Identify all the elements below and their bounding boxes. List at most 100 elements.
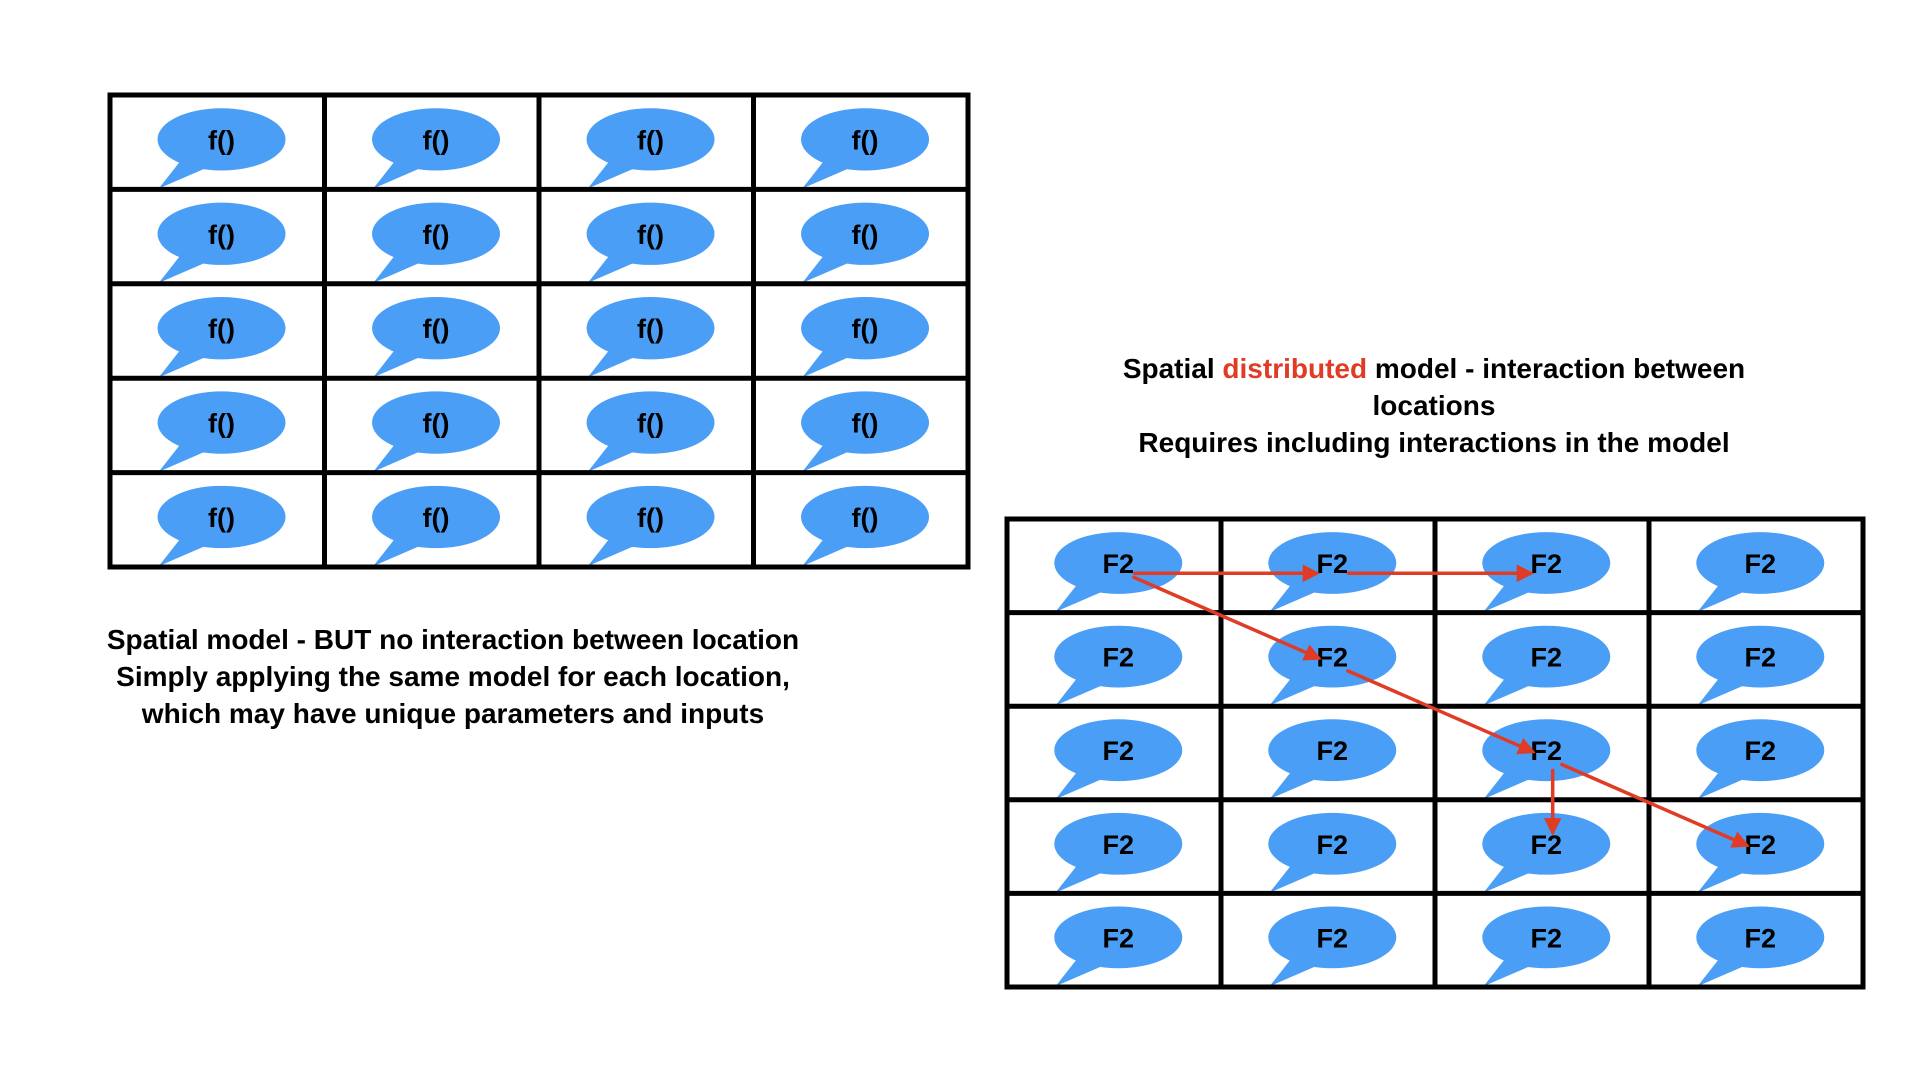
left-grid-cell-label: f() xyxy=(852,125,879,155)
right-caption-text-a: Spatial xyxy=(1122,353,1223,384)
speech-bubble-icon xyxy=(1482,906,1611,987)
left-caption-line-1: Spatial model - BUT no interaction betwe… xyxy=(106,624,800,655)
left-grid-cell: f() xyxy=(372,391,501,472)
left-grid-cell-label: f() xyxy=(852,314,879,344)
right-grid-cell: F2 xyxy=(1696,812,1825,893)
left-grid-cell: f() xyxy=(372,202,501,283)
left-caption-line-2: Simply applying the same model for each … xyxy=(116,661,790,692)
right-caption: Spatial distributed model - interaction … xyxy=(1000,350,1868,461)
left-grid-cell: f() xyxy=(801,108,930,189)
speech-bubble-icon xyxy=(1054,719,1183,800)
right-grid-cell-label: F2 xyxy=(1103,830,1135,860)
right-grid-cell: F2 xyxy=(1054,625,1183,706)
right-grid-grid-lines xyxy=(1004,516,1866,990)
speech-bubble-icon xyxy=(1696,532,1825,612)
left-grid-cell: f() xyxy=(801,485,930,567)
right-grid-cell: F2 xyxy=(1696,532,1825,612)
speech-bubble-icon xyxy=(372,485,501,567)
right-grid-cell-label: F2 xyxy=(1103,549,1135,579)
speech-bubble-icon xyxy=(372,108,501,189)
right-grid-cell: F2 xyxy=(1482,532,1611,612)
right-grid-cell-label: F2 xyxy=(1745,643,1777,673)
left-grid-cell-label: f() xyxy=(637,220,664,250)
right-grid-cell-label: F2 xyxy=(1317,643,1349,673)
left-grid-cell-label: f() xyxy=(208,314,235,344)
right-grid-cell-label: F2 xyxy=(1531,736,1563,766)
speech-bubble-icon xyxy=(801,108,930,189)
speech-bubble-icon xyxy=(586,297,715,378)
interaction-arrows xyxy=(1132,564,1750,848)
speech-bubble-icon xyxy=(1268,532,1397,612)
right-grid-cell-label: F2 xyxy=(1317,830,1349,860)
speech-bubble-icon xyxy=(1482,812,1611,893)
left-grid-cell: f() xyxy=(586,108,715,189)
left-grid-cell-label: f() xyxy=(852,409,879,439)
speech-bubble-icon xyxy=(1268,812,1397,893)
interaction-arrow xyxy=(1560,762,1750,848)
left-grid-cell-label: f() xyxy=(637,409,664,439)
left-grid-cell: f() xyxy=(801,391,930,472)
right-grid-cell: F2 xyxy=(1696,625,1825,706)
speech-bubble-icon xyxy=(586,485,715,567)
left-grid-cell-label: f() xyxy=(852,503,879,533)
left-grid-grid-lines xyxy=(107,92,971,570)
right-grid-cell: F2 xyxy=(1268,625,1397,706)
left-grid-cell: f() xyxy=(801,202,930,283)
speech-bubble-icon xyxy=(586,202,715,283)
left-grid-cell-label: f() xyxy=(637,314,664,344)
right-grid-cell: F2 xyxy=(1482,625,1611,706)
left-grid-cell: f() xyxy=(157,297,286,378)
right-grid-cell-label: F2 xyxy=(1317,549,1349,579)
speech-bubble-icon xyxy=(1054,906,1183,987)
left-grid-cell: f() xyxy=(372,108,501,189)
left-grid-cell: f() xyxy=(372,485,501,567)
left-grid-cell: f() xyxy=(157,202,286,283)
right-caption-line-2: locations xyxy=(1372,390,1496,421)
speech-bubble-icon xyxy=(1268,719,1397,800)
speech-bubble-icon xyxy=(157,297,286,378)
speech-bubble-icon xyxy=(1054,532,1183,612)
left-grid-cell-label: f() xyxy=(208,503,235,533)
right-grid-cell: F2 xyxy=(1482,906,1611,987)
left-caption: Spatial model - BUT no interaction betwe… xyxy=(0,621,906,732)
left-grid-cell-label: f() xyxy=(423,409,450,439)
speech-bubble-icon xyxy=(1696,719,1825,800)
left-grid-cell: f() xyxy=(157,108,286,189)
right-grid-cell: F2 xyxy=(1054,532,1183,612)
speech-bubble-icon xyxy=(801,297,930,378)
right-caption-line-3: Requires including interactions in the m… xyxy=(1138,427,1730,458)
left-grid-cell: f() xyxy=(586,202,715,283)
right-grid-cell-label: F2 xyxy=(1745,830,1777,860)
left-grid-cell: f() xyxy=(586,297,715,378)
left-grid-cell: f() xyxy=(586,485,715,567)
right-grid-cell-label: F2 xyxy=(1103,643,1135,673)
right-grid-cell: F2 xyxy=(1268,812,1397,893)
speech-bubble-icon xyxy=(586,391,715,472)
speech-bubble-icon xyxy=(1482,719,1611,800)
speech-bubble-icon xyxy=(1482,625,1611,706)
right-grid-cell-label: F2 xyxy=(1531,830,1563,860)
left-grid-cell-label: f() xyxy=(423,125,450,155)
left-grid-cell: f() xyxy=(586,391,715,472)
speech-bubble-icon xyxy=(801,485,930,567)
right-grid-cell-label: F2 xyxy=(1531,643,1563,673)
speech-bubble-icon xyxy=(1696,906,1825,987)
left-grid-cell-label: f() xyxy=(852,220,879,250)
right-grid-cell: F2 xyxy=(1268,906,1397,987)
right-grid-cell-label: F2 xyxy=(1531,923,1563,953)
speech-bubble-icon xyxy=(801,391,930,472)
speech-bubble-icon xyxy=(1054,812,1183,893)
right-caption-line-1: Spatial distributed model - interaction … xyxy=(1000,350,1868,387)
left-grid-cell: f() xyxy=(157,485,286,567)
right-grid-cell-label: F2 xyxy=(1317,923,1349,953)
speech-bubble-icon xyxy=(157,108,286,189)
left-grid-cell: f() xyxy=(801,297,930,378)
left-grid-cell-label: f() xyxy=(423,220,450,250)
right-grid-cell: F2 xyxy=(1696,719,1825,800)
speech-bubble-icon xyxy=(1482,532,1611,612)
speech-bubble-icon xyxy=(157,391,286,472)
speech-bubble-icon xyxy=(1268,906,1397,987)
